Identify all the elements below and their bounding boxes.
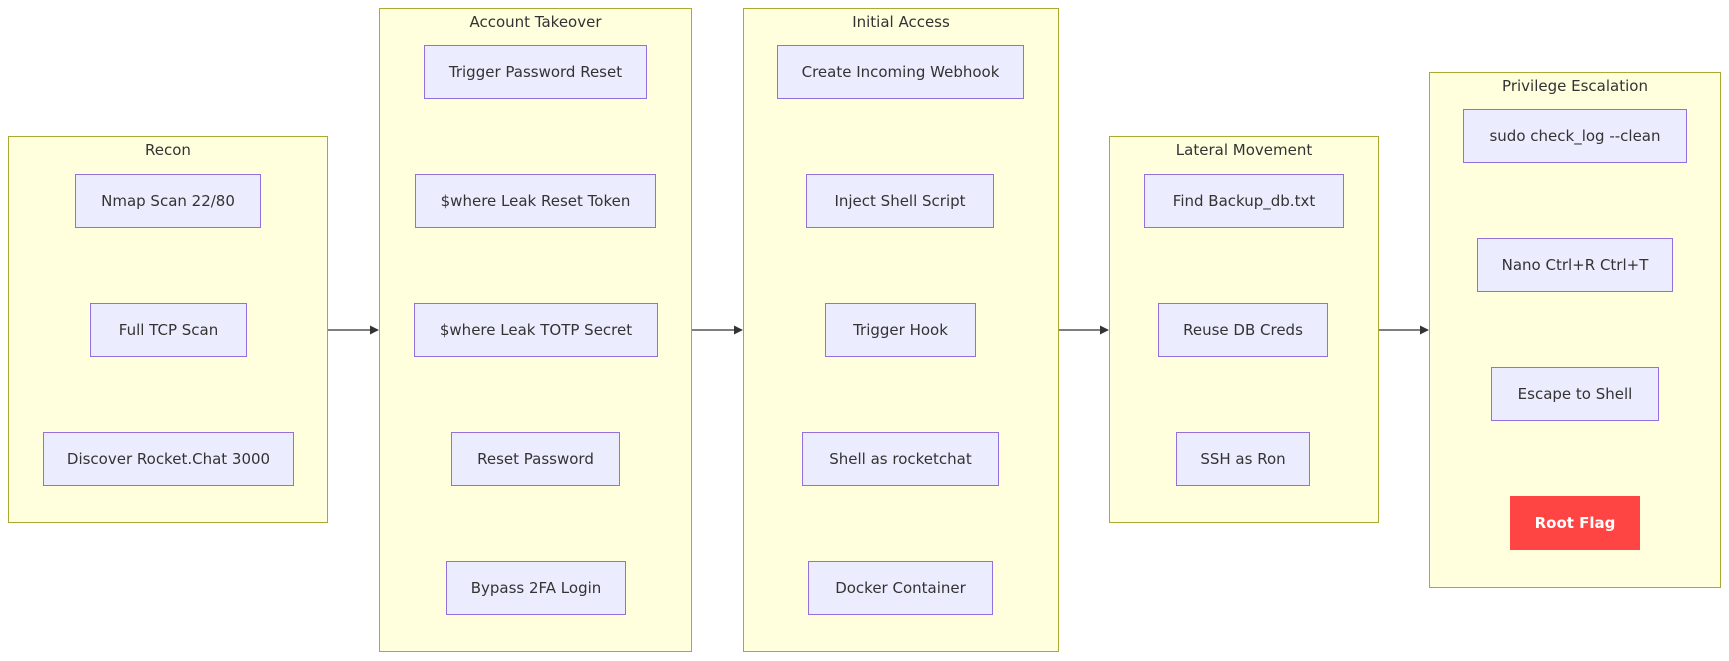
node-sudo-check-log-clean: sudo check_log --clean [1463,109,1687,163]
node-reset-password: Reset Password [451,432,620,486]
node-shell-as-rocketchat: Shell as rocketchat [802,432,999,486]
cluster-title: Recon [145,141,191,159]
cluster-title: Account Takeover [469,13,602,31]
cluster-title: Initial Access [852,13,950,31]
node-discover-rocket-chat-3000: Discover Rocket.Chat 3000 [43,432,294,486]
node-trigger-password-reset: Trigger Password Reset [424,45,647,99]
node-docker-container: Docker Container [808,561,993,615]
cluster-title: Privilege Escalation [1502,77,1648,95]
node-reuse-db-creds: Reuse DB Creds [1158,303,1328,357]
node-nmap-scan-22-80: Nmap Scan 22/80 [75,174,261,228]
node-bypass-2fa-login: Bypass 2FA Login [446,561,626,615]
node-where-leak-totp-secret: $where Leak TOTP Secret [414,303,658,357]
node-trigger-hook: Trigger Hook [825,303,976,357]
node-ssh-as-ron: SSH as Ron [1176,432,1310,486]
cluster-title: Lateral Movement [1175,141,1313,159]
node-full-tcp-scan: Full TCP Scan [90,303,247,357]
node-create-incoming-webhook: Create Incoming Webhook [777,45,1024,99]
node-root-flag: Root Flag [1510,496,1640,550]
node-escape-to-shell: Escape to Shell [1491,367,1659,421]
node-find-backup-db-txt: Find Backup_db.txt [1144,174,1344,228]
node-where-leak-reset-token: $where Leak Reset Token [415,174,656,228]
node-nano-ctrl-r-ctrl-t: Nano Ctrl+R Ctrl+T [1477,238,1673,292]
node-inject-shell-script: Inject Shell Script [806,174,994,228]
